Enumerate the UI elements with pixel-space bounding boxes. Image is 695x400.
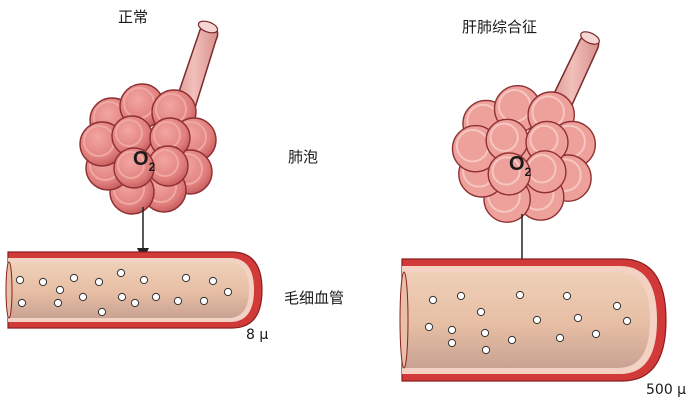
alveolus-normal: O2 — [80, 19, 219, 214]
capillary-hps — [400, 259, 666, 381]
cell — [39, 278, 46, 285]
cell — [457, 292, 464, 299]
capillary-normal — [6, 252, 262, 328]
cell — [516, 291, 523, 298]
cell — [429, 296, 436, 303]
cell — [174, 297, 181, 304]
cell — [70, 274, 77, 281]
cell — [54, 299, 61, 306]
cell — [224, 288, 231, 295]
cell — [574, 314, 581, 321]
cell — [152, 293, 159, 300]
cell — [79, 293, 86, 300]
cell — [592, 330, 599, 337]
cell — [481, 329, 488, 336]
cell — [477, 308, 484, 315]
cell — [448, 326, 455, 333]
cell — [56, 286, 63, 293]
cell — [209, 277, 216, 284]
cell — [556, 334, 563, 341]
cell — [140, 276, 147, 283]
cell — [95, 278, 102, 285]
alveolus-hps: O2 — [453, 29, 602, 222]
cell — [533, 316, 540, 323]
cell — [117, 269, 124, 276]
cell — [200, 297, 207, 304]
cell — [182, 274, 189, 281]
cell — [613, 302, 620, 309]
cell — [131, 299, 138, 306]
cell — [118, 293, 125, 300]
cell — [448, 339, 455, 346]
cell — [16, 276, 23, 283]
cell — [18, 299, 25, 306]
cell — [563, 292, 570, 299]
cell — [425, 323, 432, 330]
cell — [98, 308, 105, 315]
cell — [482, 346, 489, 353]
cell — [508, 336, 515, 343]
cell — [623, 317, 630, 324]
